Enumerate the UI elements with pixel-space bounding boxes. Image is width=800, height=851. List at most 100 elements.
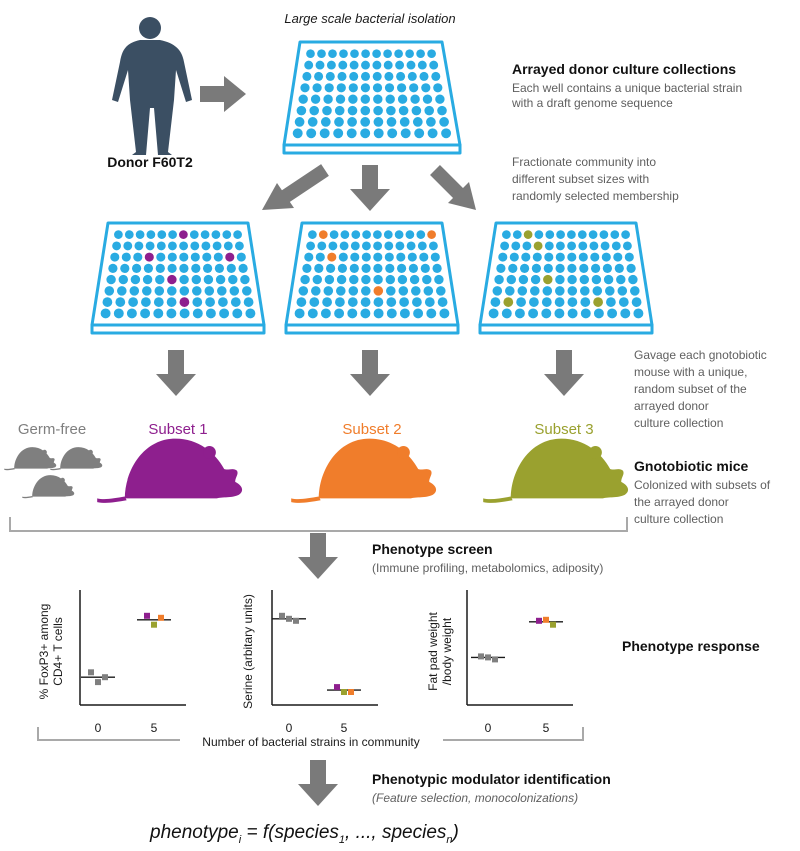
plate-well bbox=[298, 94, 308, 104]
plate-well bbox=[503, 297, 514, 307]
plate-well bbox=[145, 241, 155, 251]
gnotobiotic-title: Gnotobiotic mice bbox=[634, 458, 749, 474]
plate-well bbox=[312, 274, 322, 285]
plate-well bbox=[339, 241, 349, 251]
plate-well bbox=[555, 286, 565, 296]
plate-well bbox=[360, 105, 371, 116]
plate-well bbox=[324, 83, 334, 93]
plate-well bbox=[335, 94, 346, 104]
plate-well bbox=[400, 128, 411, 139]
plate-well bbox=[191, 263, 201, 274]
data-point bbox=[158, 614, 164, 621]
plate-well bbox=[610, 230, 620, 239]
plate-well bbox=[384, 83, 395, 93]
arrow-down-icon bbox=[544, 350, 584, 396]
plate-well bbox=[204, 286, 215, 296]
plate-well bbox=[383, 49, 392, 59]
plate-well bbox=[309, 105, 319, 116]
plate-well bbox=[541, 308, 552, 319]
plate-well bbox=[179, 308, 190, 319]
plate-well bbox=[426, 308, 437, 319]
plate-base bbox=[478, 323, 654, 335]
plate-well bbox=[212, 241, 222, 251]
plate-well bbox=[567, 252, 577, 262]
main-culture-plate bbox=[282, 40, 462, 155]
plate-well bbox=[349, 274, 359, 285]
plate-well bbox=[417, 241, 427, 251]
plate-well bbox=[226, 263, 236, 274]
plate-well bbox=[541, 297, 552, 307]
formula-subn: n bbox=[446, 834, 452, 846]
plate-well bbox=[411, 286, 421, 296]
plate-well bbox=[555, 274, 565, 285]
plate-well bbox=[336, 286, 346, 296]
plate-well bbox=[222, 230, 232, 239]
plate-well bbox=[179, 252, 189, 262]
plate-well bbox=[394, 49, 403, 59]
x-tick-label: 0 bbox=[95, 721, 102, 735]
formula-mid: = f(species bbox=[241, 822, 339, 843]
plate-well bbox=[114, 230, 123, 239]
plate-well bbox=[203, 274, 214, 285]
donor-label: Donor F60T2 bbox=[107, 154, 193, 170]
plate-well bbox=[386, 117, 397, 127]
data-point bbox=[144, 612, 150, 619]
plate-well bbox=[433, 83, 443, 93]
plate-well bbox=[556, 230, 565, 239]
y-axis-label: CD4+ T cells bbox=[51, 617, 65, 686]
plate-well bbox=[166, 297, 177, 307]
plate-well bbox=[167, 252, 177, 262]
plate-well bbox=[407, 71, 417, 81]
plate-well bbox=[395, 60, 405, 70]
plate-well bbox=[567, 274, 577, 285]
plate-well bbox=[409, 274, 420, 285]
plate-well bbox=[517, 286, 528, 296]
plate-well bbox=[494, 274, 504, 285]
arrow-right-icon bbox=[200, 76, 246, 112]
plate-well bbox=[225, 252, 235, 262]
formula-sub1: 1 bbox=[339, 834, 345, 846]
mice-bracket bbox=[9, 517, 628, 532]
plate-well bbox=[422, 94, 433, 104]
plate-well bbox=[133, 252, 143, 262]
plate-well bbox=[427, 128, 438, 139]
plate-well bbox=[530, 274, 541, 285]
plate-well bbox=[514, 308, 525, 319]
plate-well bbox=[179, 286, 190, 296]
plate-well bbox=[218, 297, 228, 307]
plate-well bbox=[348, 286, 359, 296]
plate-well bbox=[523, 230, 533, 239]
plate-well bbox=[236, 252, 246, 262]
data-point bbox=[279, 612, 285, 619]
plate-well bbox=[192, 297, 203, 307]
plate-well bbox=[417, 60, 427, 70]
plate-well bbox=[580, 297, 591, 307]
plate-well bbox=[308, 230, 317, 239]
arrow-down-left-icon bbox=[262, 164, 329, 210]
plate-well bbox=[409, 83, 419, 93]
plate-well bbox=[555, 263, 565, 274]
plate-well bbox=[373, 94, 383, 104]
plate-well bbox=[384, 241, 394, 251]
plate-well bbox=[205, 308, 216, 319]
plate-well bbox=[372, 60, 382, 70]
plate-well bbox=[238, 263, 248, 274]
plate-well bbox=[603, 274, 614, 285]
modulator-subtitle: (Feature selection, monocolonizations) bbox=[372, 791, 578, 805]
plate-well bbox=[618, 297, 629, 307]
plate-well bbox=[153, 297, 164, 307]
plate-well bbox=[426, 117, 436, 127]
plate-well bbox=[519, 263, 530, 274]
plate-well bbox=[350, 49, 359, 59]
plate-well bbox=[373, 274, 383, 285]
plate-well bbox=[311, 286, 321, 296]
subset2-mouse-icon bbox=[291, 438, 437, 503]
germ-free-mouse-icon bbox=[22, 475, 75, 499]
plate-well bbox=[232, 308, 243, 319]
plate-well bbox=[179, 297, 190, 307]
plate-well bbox=[544, 252, 554, 262]
plate-well bbox=[296, 105, 307, 116]
xaxis-caption: Number of bacterial strains in community bbox=[202, 735, 419, 749]
plate-well bbox=[155, 263, 165, 274]
plate-well bbox=[386, 105, 396, 116]
